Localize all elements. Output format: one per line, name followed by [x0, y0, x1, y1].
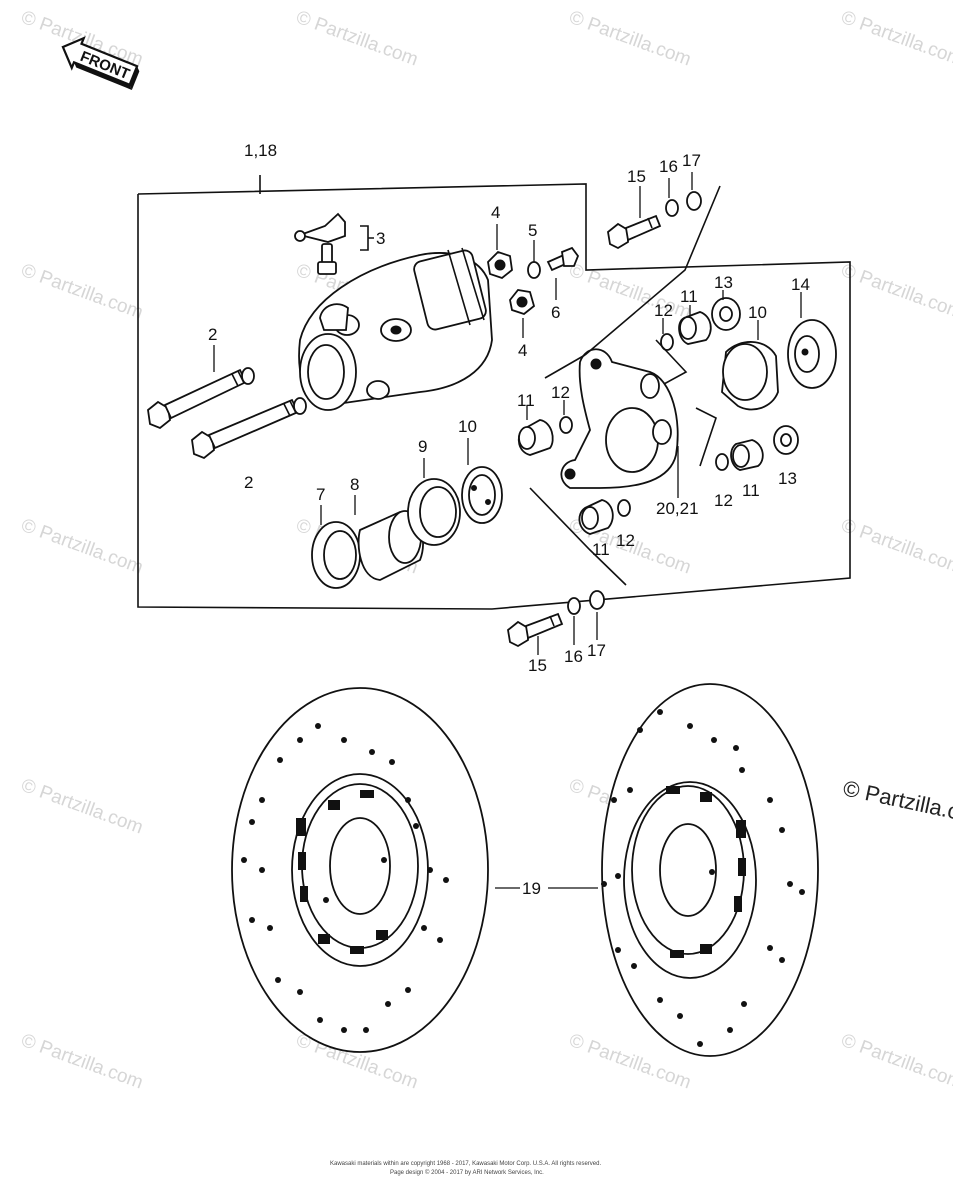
watermark: © Partzilla.com	[838, 7, 953, 71]
lock-washer	[567, 597, 581, 615]
nut	[509, 289, 536, 316]
caliper-cap	[461, 466, 503, 524]
mounting-bolt	[507, 612, 564, 648]
callout-12: 12	[714, 491, 733, 510]
nut	[487, 250, 513, 280]
corner-watermark: © Partzilla.co	[841, 775, 953, 826]
watermark: © Partzilla.com	[838, 260, 953, 324]
o-ring	[617, 499, 631, 517]
callout-15: 15	[528, 656, 547, 675]
callout-17: 17	[587, 641, 606, 660]
callout-9: 9	[418, 437, 427, 456]
callout-labels: 1,18 2 2 3 4 4 5 6 7 8 9 10 10 11 11 11 …	[208, 141, 810, 898]
watermark: © Partzilla.com	[838, 515, 953, 579]
watermark: © Partzilla.com	[18, 775, 145, 839]
watermark: © Partzilla.com	[293, 7, 420, 71]
footer-page-design: Page design © 2004 - 2017 by ARI Network…	[390, 1169, 544, 1176]
callout-17: 17	[682, 151, 701, 170]
sleeve	[730, 439, 764, 471]
flat-washer	[589, 590, 605, 610]
caliper-bolt	[147, 367, 255, 430]
watermark: © Partzilla.com	[838, 1030, 953, 1094]
o-ring	[660, 333, 674, 351]
brake-disc	[601, 683, 819, 1057]
piston-seal	[311, 521, 361, 589]
caliper-cover	[787, 319, 837, 389]
flat-washer	[686, 191, 702, 211]
footer-copyright: Kawasaki materials within are copyright …	[330, 1161, 601, 1167]
callout-10: 10	[748, 303, 767, 322]
rubber-cap	[711, 297, 741, 331]
callout-12: 12	[654, 301, 673, 320]
bleeder-valve	[294, 212, 374, 275]
watermark: © Partzilla.com	[566, 7, 693, 71]
callout-12: 12	[616, 531, 635, 550]
callout-13: 13	[714, 273, 733, 292]
callout-10: 10	[458, 417, 477, 436]
callout-5: 5	[528, 221, 537, 240]
caliper-group-outline	[137, 183, 851, 610]
sleeve	[578, 499, 614, 535]
callout-13: 13	[778, 469, 797, 488]
mounting-bolt	[607, 214, 662, 250]
callout-1-18: 1,18	[244, 141, 277, 160]
callout-3: 3	[376, 229, 385, 248]
dust-seal	[407, 478, 461, 546]
callout-15: 15	[627, 167, 646, 186]
callout-4: 4	[518, 341, 527, 360]
rubber-cap	[773, 425, 799, 455]
callout-11: 11	[517, 391, 535, 410]
callout-2: 2	[208, 325, 217, 344]
callout-20-21: 20,21	[656, 499, 699, 518]
o-ring	[715, 453, 729, 471]
sleeve	[517, 419, 554, 456]
callout-16: 16	[659, 157, 678, 176]
caliper-bolt	[191, 397, 307, 460]
piston	[357, 510, 424, 581]
leader-lines	[213, 172, 802, 889]
caliper-bracket	[560, 348, 679, 489]
callout-8: 8	[350, 475, 359, 494]
lock-washer	[665, 199, 679, 217]
callout-14: 14	[791, 275, 810, 294]
watermark: © Partzilla.com	[18, 260, 145, 324]
callout-7: 7	[316, 485, 325, 504]
callout-6: 6	[551, 303, 560, 322]
brake-disc	[231, 687, 489, 1053]
callout-19: 19	[522, 879, 541, 898]
callout-12: 12	[551, 383, 570, 402]
callout-4: 4	[491, 203, 500, 222]
watermark: © Partzilla.com	[18, 1030, 145, 1094]
footer: Kawasaki materials within are copyright …	[330, 1161, 601, 1176]
callout-16: 16	[564, 647, 583, 666]
watermark: © Partzilla.com	[18, 515, 145, 579]
callout-11: 11	[680, 287, 698, 306]
callout-2: 2	[244, 473, 253, 492]
o-ring	[559, 416, 573, 434]
caliper-cap	[721, 341, 779, 411]
callout-11: 11	[742, 481, 760, 500]
washer	[527, 261, 541, 279]
callout-11: 11	[592, 540, 610, 559]
small-bolt	[546, 246, 580, 272]
caliper-body	[298, 247, 493, 411]
sleeve	[678, 311, 712, 345]
